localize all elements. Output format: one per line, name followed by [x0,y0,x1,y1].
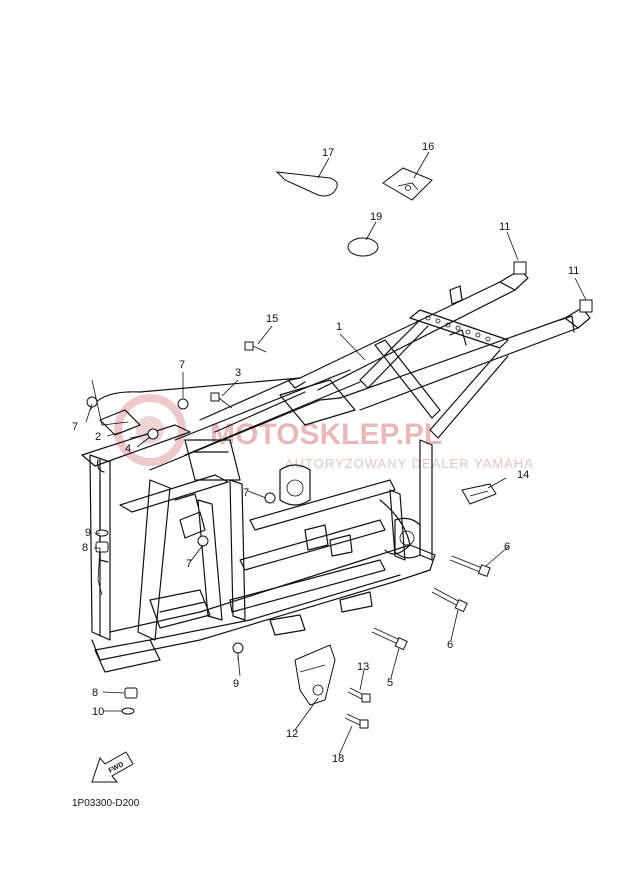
part-6-bolt-upper [449,555,491,578]
callout-7-b: 7 [72,421,78,433]
callout-7-c: 7 [243,487,249,499]
part-8-collar-upper [95,541,109,553]
callout-labels: 17 16 19 11 11 1 15 7 3 7 2 4 14 7 9 8 6… [72,141,579,765]
callout-4: 4 [125,443,131,455]
part-7-washer-a [86,396,98,408]
callout-14: 18 [332,753,344,765]
callout-18: 17 [322,147,334,159]
callout-17: 16 [422,141,434,153]
callout-1: 1 [336,321,342,333]
callout-19: 19 [370,211,382,223]
callout-8-lower: 8 [92,687,98,699]
part-10-bolt [232,642,244,660]
part-5-bolt [371,627,408,651]
callout-9-lower: 10 [92,706,104,718]
part-3-bolt [210,392,233,409]
callout-7-d: 7 [186,558,192,570]
leader-lines [85,151,587,756]
part-8-collar-lower [124,687,138,699]
part-16-bolt [244,341,267,353]
callout-5: 5 [387,677,393,689]
fwd-arrow-icon: FWD [91,751,134,783]
part-9-ring-upper [95,529,109,537]
part-7-washer-c [264,492,276,504]
part-4-bolt [129,428,159,440]
callout-6-upper: 6 [504,541,510,553]
callout-12: 12 [286,728,298,740]
cross-member-holes [425,315,491,342]
callout-15: 14 [517,469,529,481]
part-19-seal [347,237,379,257]
part-7-washer-d [197,535,209,547]
callout-9-upper: 9 [85,527,91,539]
callout-3: 3 [235,367,241,379]
part-6-bolt-lower [431,587,468,613]
callout-2: 2 [95,431,101,443]
callout-11-upper: 11 [499,221,510,233]
watermark-subtext: AUTORYZOWANY DEALER YAMAHA [285,456,534,471]
callout-16: 15 [266,313,278,325]
part-14-bolt [344,713,369,729]
callout-7-a: 7 [179,359,185,371]
part-13-bolt [347,687,371,703]
watermark-text: MOTOSKLEP.PL [210,418,442,451]
part-12-bracket [294,644,336,706]
part-15-bracket [461,483,497,505]
part-7-washer-b [177,398,189,410]
part-18-pad [275,171,338,197]
callout-6-lower: 6 [447,639,453,651]
callout-10: 9 [233,678,239,690]
callout-13: 13 [357,661,369,673]
callout-8-upper: 8 [82,542,88,554]
watermark: MOTOSKLEP.PL AUTORYZOWANY DEALER YAMAHA [114,394,534,471]
callout-11-lower: 11 [568,265,579,277]
watermark-logo [114,394,186,466]
part-9-ring-lower [121,707,135,715]
part-11-cap-upper [513,261,527,275]
part-11-cap-lower [579,299,593,313]
part-code: 1P03300-D200 [72,798,140,809]
part-17-bracket [382,167,433,201]
